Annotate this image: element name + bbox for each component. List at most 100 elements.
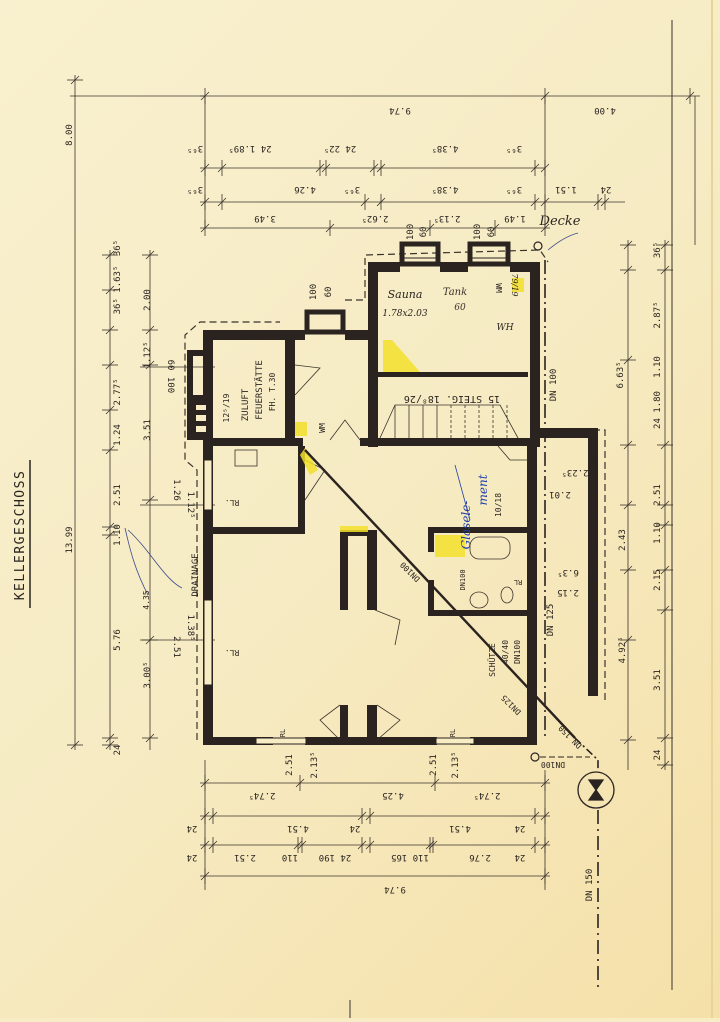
handwritten-marks (124, 232, 579, 596)
backflow-valve-icon (577, 771, 615, 809)
windows (203, 459, 475, 745)
bathroom-fixtures (234, 449, 514, 609)
sewer-pipes (304, 241, 599, 990)
dimension-left-4: 2.00 (143, 289, 153, 311)
dimension-top-8: 4.26 (294, 184, 316, 194)
dimension-bottom-14: 24 (515, 852, 526, 862)
dimension-right-1: 2.87⁵ (653, 301, 663, 328)
handwritten-glaselement: Glasele- (459, 501, 473, 550)
dimension-right-12: 2.23⁵ (561, 467, 588, 477)
handwritten-wh: WH (496, 323, 513, 333)
dimension-top-1: 4.00 (594, 105, 616, 115)
dimension-right-9: 4.92⁵ (618, 636, 628, 663)
window-label: RL (279, 729, 287, 737)
dimension-left-12: 3.00⁵ (143, 661, 153, 688)
dimension-bottom-1: 4.25 (382, 790, 404, 800)
dimension-right-11: 24 (653, 750, 663, 761)
dimension-bottom-0: 2.74⁵ (248, 790, 275, 800)
dimension-top-13: 24 (601, 184, 612, 194)
room-label-fh-t30: FH. T.30 (268, 373, 277, 412)
dimension-bottom-10: 110 (282, 852, 298, 862)
dimension-top-9: 3⁶⁵ (344, 184, 360, 194)
dimension-bottom-17: 2.13⁵ (310, 751, 320, 778)
dimension-bottom-4: 4.51 (287, 823, 309, 833)
shaft-size-label: 40/40 (501, 640, 510, 664)
dimension-bottom-3: 24 (187, 823, 198, 833)
dimension-bottom-9: 2.51 (234, 852, 256, 862)
dimension-top-2: 3⁶⁵ (187, 143, 203, 153)
handwritten-wm-size: 79/19 (510, 273, 519, 296)
dimension-bottom-2: 2.74⁵ (473, 790, 500, 800)
dimension-top-4: 24 22⁵ (324, 143, 357, 153)
pipe-label-dn100-vertical: DN 100 (549, 369, 559, 402)
dimension-right-0: 36⁵ (653, 242, 663, 258)
dimension-top-5: 4.38⁵ (431, 143, 458, 153)
dimension-top-18: 100 (406, 224, 416, 240)
dimension-left-2: 36⁵ (113, 240, 123, 256)
dimension-top-7: 3⁶⁵ (187, 184, 203, 194)
drainage-line (184, 249, 606, 740)
pipe-label-dn100-bottom: DN100 (541, 760, 565, 769)
dimension-right-7: 1.10 (653, 522, 663, 544)
room-label-feuerstaette: FEUERSTÄTTE (254, 360, 265, 420)
yellow-highlights (295, 278, 524, 557)
light-wells (304, 241, 511, 335)
bath-opening-label: 10/18 (494, 493, 503, 517)
plan-title: KELLERGESCHOSS (13, 470, 28, 601)
dimension-top-10: 4.38⁵ (431, 184, 458, 194)
dimension-left-14: 1.12⁵ (185, 491, 195, 518)
pipe-label-dn125-diagonal: DN125 (499, 693, 523, 717)
dimension-top-14: 3.49 (254, 213, 276, 223)
dimension-lines (67, 75, 700, 890)
dimension-top-21: 60 (487, 227, 497, 238)
dimension-left-17: 2.51 (171, 636, 181, 658)
wm-label-left: WM (318, 423, 327, 433)
pipe-label-dn150-bottom: DN 150 (585, 869, 595, 902)
dimension-left-9: 2.51 (113, 484, 123, 506)
dimension-right-3: 24 1.80 (653, 391, 663, 429)
dimension-left-13: 24 (113, 745, 123, 756)
room-label-zuluft: ZULUFT (241, 388, 251, 421)
wm-label-right: WM (494, 283, 503, 293)
dimension-left-7: 1.24 (113, 424, 123, 446)
dimension-top-20: 100 (473, 224, 483, 240)
dimension-right-2: 6.63⁵ (616, 361, 626, 388)
dimension-left-8: 3.51 (143, 419, 153, 441)
chimney-flues (196, 405, 206, 432)
handwritten-dim-note: 4.35 (142, 590, 151, 609)
dimension-top-11: 3⁶⁵ (506, 184, 522, 194)
dimension-bottom-5: 24 (350, 823, 361, 833)
stair-outline (379, 404, 519, 439)
dimension-top-16: 2.13⁵ (433, 213, 460, 223)
title-group: KELLERGESCHOSS (13, 460, 31, 608)
dimension-top-0: 9.74 (389, 105, 411, 115)
shaft-label: SCHÜTZE (487, 643, 497, 677)
window-label: RL. (225, 648, 239, 657)
dimension-right-13: 2.01 (549, 489, 571, 499)
shaft-pipe-label: DN100 (513, 640, 522, 664)
dimension-right-6: 2.43 (618, 529, 628, 551)
dimension-bottom-12: 110 165 (391, 852, 429, 862)
pipe-label-dn125-vertical: DN 125 (546, 604, 556, 637)
dimension-left-3: 36⁵ 1.63⁵ (113, 266, 123, 315)
dimension-right-10: 3.51 (653, 669, 663, 691)
window-label: RL. (225, 498, 239, 507)
dimension-left-19: 60 (165, 360, 175, 371)
handwritten-note-decke: Decke (539, 214, 581, 229)
dimension-left-10: 1.10 (113, 524, 123, 546)
dimension-bottom-16: 2.51 (285, 754, 295, 776)
dimension-right-14: 6.3⁵ (557, 567, 579, 577)
dimension-left-15: 1.26 (171, 479, 181, 501)
dimension-top-12: 1.51 (555, 184, 577, 194)
dimension-top-6: 3⁶⁵ (506, 143, 522, 153)
dimension-left-6: 2.77⁵ (113, 378, 123, 405)
window-label: RL (449, 729, 457, 737)
stairs-label: 15 STEIG. 18⁸/26 (404, 393, 500, 404)
dimension-bottom-11: 24 190 (319, 852, 352, 862)
dimension-right-15: 2.15 (557, 587, 579, 597)
window-label: RL (514, 578, 522, 586)
dimension-left-16: 1.38⁵ (185, 614, 195, 641)
